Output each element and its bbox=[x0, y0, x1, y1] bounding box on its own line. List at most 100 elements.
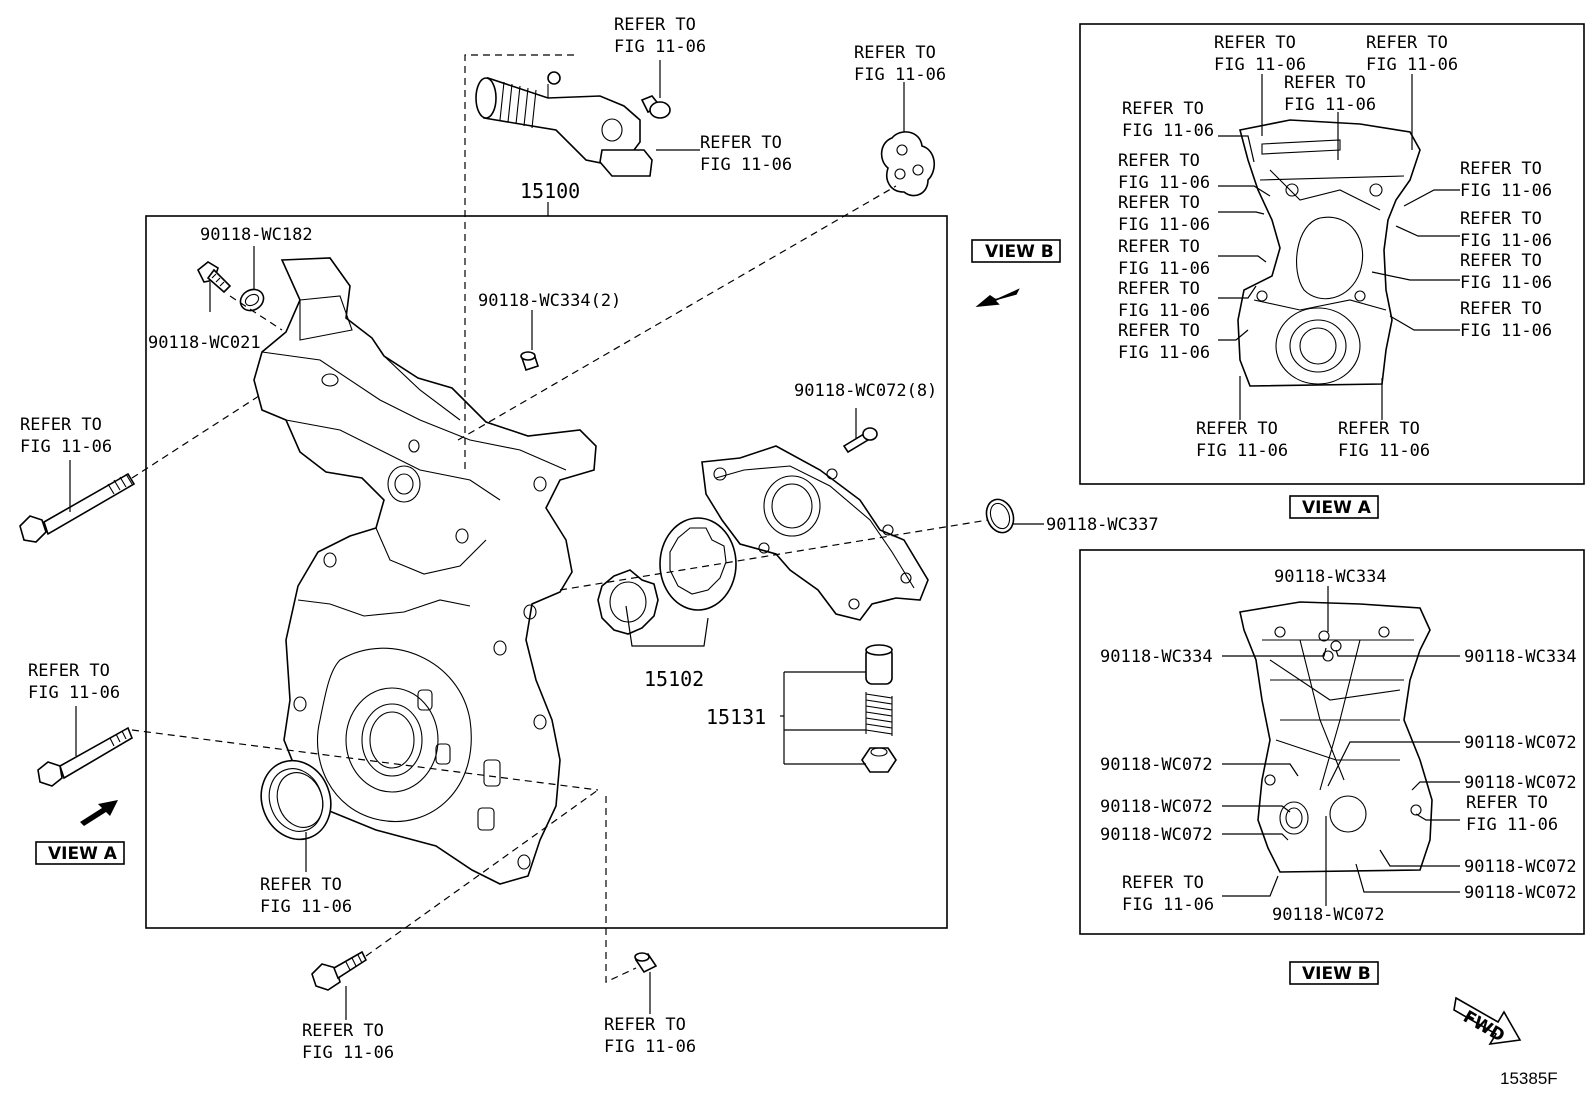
label-bolt-wc182[interactable]: 90118-WC182 bbox=[200, 225, 313, 245]
pin-90118-wc334[interactable] bbox=[520, 351, 540, 372]
refer-long-bolt-upper[interactable]: REFER TO FIG 11-06 bbox=[20, 415, 112, 457]
refer-front-seal[interactable]: REFER TO FIG 11-06 bbox=[260, 875, 352, 917]
svg-text:90118-WC072(8): 90118-WC072(8) bbox=[794, 381, 937, 401]
view-b-caption[interactable]: VIEW B bbox=[1289, 961, 1379, 985]
vb-wc334-right[interactable]: 90118-WC334 bbox=[1464, 647, 1577, 667]
diagram-code: 15385F bbox=[1500, 1069, 1558, 1088]
view-b-tag[interactable]: VIEW B bbox=[971, 239, 1061, 263]
refer-valve-top[interactable]: REFER TO FIG 11-06 bbox=[614, 15, 706, 57]
vb-wc072-r3[interactable]: 90118-WC072 bbox=[1464, 857, 1577, 877]
svg-text:REFER TO: REFER TO bbox=[604, 1015, 686, 1035]
gasket-90118-wc182[interactable] bbox=[237, 285, 268, 314]
refer-dowel-bottom[interactable]: REFER TO FIG 11-06 bbox=[604, 1015, 696, 1057]
vb-wc072-l2[interactable]: 90118-WC072 bbox=[1100, 797, 1213, 817]
bolt-90118-wc021[interactable] bbox=[196, 261, 232, 294]
refer-long-bolt-lower[interactable]: REFER TO FIG 11-06 bbox=[28, 661, 120, 703]
long-bolt-lower[interactable] bbox=[37, 726, 133, 787]
svg-text:FIG 11-06: FIG 11-06 bbox=[1460, 321, 1552, 341]
inner-rotor[interactable] bbox=[597, 569, 659, 635]
svg-text:FIG 11-06: FIG 11-06 bbox=[1460, 181, 1552, 201]
svg-text:FIG 11-06: FIG 11-06 bbox=[700, 155, 792, 175]
view-a-arrow-icon bbox=[80, 800, 118, 826]
label-oring-wc337[interactable]: 90118-WC337 bbox=[1046, 515, 1159, 535]
dowel-pin-bottom[interactable] bbox=[634, 952, 658, 974]
relief-spring[interactable] bbox=[865, 692, 893, 736]
svg-text:REFER TO: REFER TO bbox=[1118, 151, 1200, 171]
svg-text:REFER TO: REFER TO bbox=[1122, 873, 1204, 893]
svg-text:VIEW B: VIEW B bbox=[1302, 964, 1371, 984]
svg-text:REFER TO: REFER TO bbox=[1284, 73, 1366, 93]
outer-rotor[interactable] bbox=[659, 517, 737, 611]
view-a-tag[interactable]: VIEW A bbox=[35, 841, 125, 865]
vb-wc072-l1[interactable]: 90118-WC072 bbox=[1100, 755, 1213, 775]
bolt-90118-wc072[interactable] bbox=[842, 427, 878, 454]
vb-wc334-top[interactable]: 90118-WC334 bbox=[1274, 567, 1387, 587]
refer-bolt-bottom[interactable]: REFER TO FIG 11-06 bbox=[302, 1021, 394, 1063]
view-a-cover-drawing[interactable] bbox=[1237, 119, 1421, 387]
svg-text:FIG 11-06: FIG 11-06 bbox=[260, 897, 352, 917]
label-15102[interactable]: 15102 bbox=[644, 667, 704, 691]
timing-chain-cover[interactable] bbox=[253, 257, 597, 885]
svg-text:VIEW A: VIEW A bbox=[1302, 498, 1372, 518]
svg-text:REFER TO: REFER TO bbox=[1122, 99, 1204, 119]
svg-text:REFER TO: REFER TO bbox=[1460, 251, 1542, 271]
relief-plunger[interactable] bbox=[865, 644, 893, 685]
label-bolt-wc072-8[interactable]: 90118-WC072(8) bbox=[794, 381, 937, 401]
svg-text:FIG 11-06: FIG 11-06 bbox=[1338, 441, 1430, 461]
label-pin-wc334-2[interactable]: 90118-WC334(2) bbox=[478, 291, 621, 311]
o-ring-90118-wc337[interactable] bbox=[982, 496, 1018, 537]
svg-text:FIG 11-06: FIG 11-06 bbox=[1460, 231, 1552, 251]
svg-text:REFER TO: REFER TO bbox=[260, 875, 342, 895]
svg-text:FIG 11-06: FIG 11-06 bbox=[1196, 441, 1288, 461]
vb-wc072-l3[interactable]: 90118-WC072 bbox=[1100, 825, 1213, 845]
front-oil-seal[interactable] bbox=[250, 751, 341, 849]
vb-wc072-bottom[interactable]: 90118-WC072 bbox=[1272, 905, 1385, 925]
vb-wc334-left[interactable]: 90118-WC334 bbox=[1100, 647, 1213, 667]
svg-text:FIG 11-06: FIG 11-06 bbox=[28, 683, 120, 703]
svg-text:REFER TO: REFER TO bbox=[1118, 279, 1200, 299]
svg-text:90118-WC182: 90118-WC182 bbox=[200, 225, 313, 245]
vb-wc072-r4[interactable]: 90118-WC072 bbox=[1464, 883, 1577, 903]
vb-wc072-r1[interactable]: 90118-WC072 bbox=[1464, 733, 1577, 753]
valve-bolt[interactable] bbox=[640, 95, 671, 119]
part-15100-label[interactable]: 15100 bbox=[520, 179, 580, 203]
svg-text:REFER TO: REFER TO bbox=[614, 15, 696, 35]
view-a-caption[interactable]: VIEW A bbox=[1289, 495, 1379, 519]
bolt-bottom[interactable] bbox=[311, 950, 368, 991]
gasket-top-right[interactable] bbox=[880, 131, 935, 197]
vb-wc072-r2[interactable]: 90118-WC072 bbox=[1464, 773, 1577, 793]
oil-pump-cover[interactable] bbox=[701, 445, 929, 621]
long-bolt-upper[interactable] bbox=[19, 472, 136, 543]
svg-text:REFER TO: REFER TO bbox=[1466, 793, 1548, 813]
view-b-cover-drawing[interactable] bbox=[1239, 601, 1433, 873]
svg-text:90118-WC337: 90118-WC337 bbox=[1046, 515, 1159, 535]
fwd-arrow-icon: FWD bbox=[1453, 996, 1522, 1047]
svg-text:FIG 11-06: FIG 11-06 bbox=[1122, 121, 1214, 141]
label-15131[interactable]: 15131 bbox=[706, 705, 766, 729]
refer-valve-connector[interactable]: REFER TO FIG 11-06 bbox=[700, 133, 792, 175]
label-bolt-wc021[interactable]: 90118-WC021 bbox=[148, 333, 261, 353]
relief-plug[interactable] bbox=[861, 747, 897, 773]
oil-control-valve[interactable] bbox=[475, 71, 653, 177]
svg-text:FIG 11-06: FIG 11-06 bbox=[1118, 301, 1210, 321]
refer-gasket-top-right[interactable]: REFER TO FIG 11-06 bbox=[854, 43, 946, 85]
svg-text:REFER TO: REFER TO bbox=[1214, 33, 1296, 53]
